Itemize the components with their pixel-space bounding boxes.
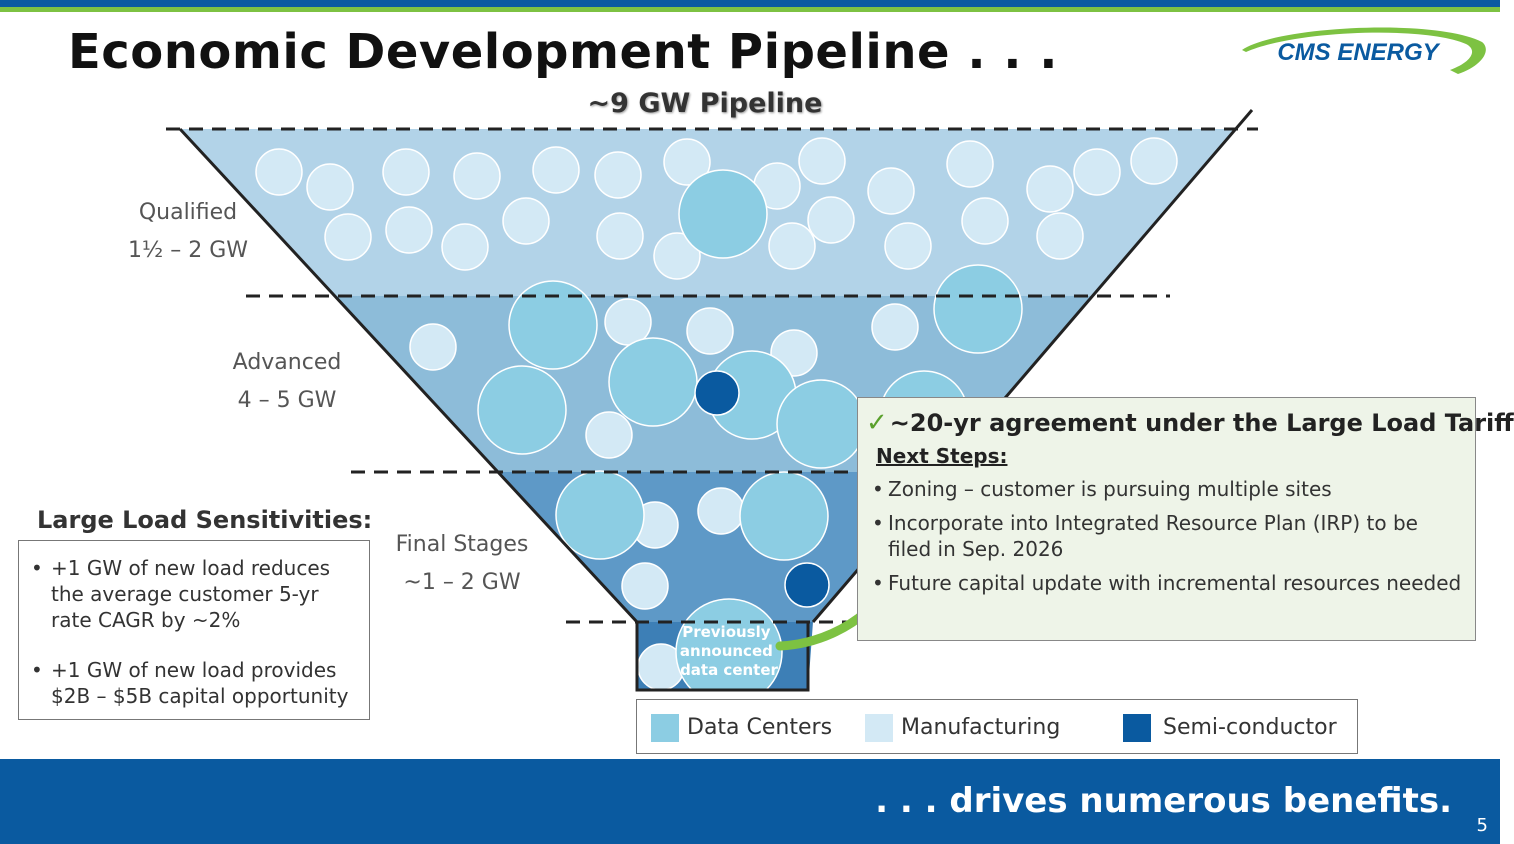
sensitivities-list: +1 GW of new load reduces the average cu…: [29, 555, 359, 709]
next-steps-list: Zoning – customer is pursuing multiple s…: [866, 476, 1467, 596]
legend-label: Semi-conductor: [1163, 715, 1337, 740]
footer-tagline: . . . drives numerous benefits.: [875, 781, 1452, 821]
legend: Data Centers Manufacturing Semi-conducto…: [636, 699, 1358, 754]
page-number: 5: [1476, 815, 1488, 836]
checkmark-icon: ✓: [866, 408, 888, 438]
project-bubbles: [255, 137, 1178, 690]
stage-label-advanced: Advanced 4 – 5 GW: [212, 344, 362, 420]
sensitivity-item: +1 GW of new load reduces the average cu…: [29, 555, 359, 633]
logo-text: CMS ENERGY: [1277, 39, 1440, 66]
legend-swatch-manufacturing: [865, 714, 893, 742]
agreement-headline-row: ✓~20-yr agreement under the Large Load T…: [866, 408, 1514, 438]
stage-range-advanced: 4 – 5 GW: [237, 388, 337, 413]
footer-bar: . . . drives numerous benefits. 5: [0, 759, 1500, 844]
pipeline-title: ~9 GW Pipeline: [587, 88, 823, 119]
agreement-box: ✓~20-yr agreement under the Large Load T…: [857, 397, 1514, 641]
legend-label: Data Centers: [687, 715, 833, 740]
stage-label-qualified: Qualified 1½ – 2 GW: [118, 194, 258, 270]
next-step-item: Zoning – customer is pursuing multiple s…: [866, 476, 1467, 502]
legend-item-manufacturing: Manufacturing: [865, 714, 1060, 742]
stage-name-advanced: Advanced: [232, 350, 342, 375]
legend-label: Manufacturing: [901, 715, 1061, 740]
stage-range-final: ~1 – 2 GW: [403, 570, 521, 595]
legend-item-semi-conductor: Semi-conductor: [1123, 714, 1337, 742]
legend-swatch-data-centers: [651, 714, 679, 742]
cms-energy-logo: CMS ENERGY: [1242, 27, 1486, 74]
stage-label-final: Final Stages ~1 – 2 GW: [382, 526, 542, 602]
legend-item-data-centers: Data Centers: [651, 714, 832, 742]
stage-name-qualified: Qualified: [138, 200, 238, 225]
page-title: Economic Development Pipeline . . .: [68, 24, 1058, 80]
next-steps-label: Next Steps:: [876, 444, 1008, 468]
top-accent-bar: [0, 0, 1500, 7]
stage-name-final: Final Stages: [395, 532, 529, 557]
sensitivities-box: +1 GW of new load reduces the average cu…: [18, 540, 370, 720]
pipeline-funnel: Previously announced data center: [166, 109, 1258, 692]
sensitivity-item: +1 GW of new load provides $2B – $5B cap…: [29, 657, 359, 709]
callout-label: Previously announced data center: [680, 623, 779, 679]
sensitivities-title: Large Load Sensitivities:: [37, 506, 373, 534]
legend-swatch-semi-conductor: [1123, 714, 1151, 742]
agreement-headline: ~20-yr agreement under the Large Load Ta…: [889, 409, 1514, 437]
next-step-item: Incorporate into Integrated Resource Pla…: [866, 510, 1467, 562]
next-step-item: Future capital update with incremental r…: [866, 570, 1467, 596]
top-accent-stripe: [0, 7, 1500, 12]
stage-range-qualified: 1½ – 2 GW: [127, 238, 249, 263]
